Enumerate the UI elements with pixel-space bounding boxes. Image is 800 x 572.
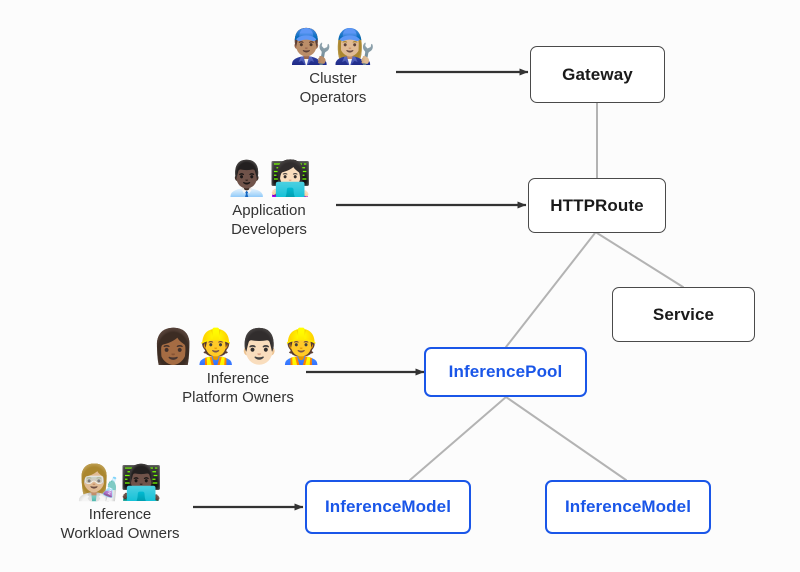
edge-inferencepool-inferencemodel-2 bbox=[505, 396, 627, 481]
persona-inference-workload-owners: 👩🏼‍🔬👨🏿‍💻 Inference Workload Owners bbox=[48, 463, 192, 543]
persona-application-developers: 👨🏿‍💼👩🏻‍💻 Application Developers bbox=[208, 159, 330, 239]
node-httproute[interactable]: HTTPRoute bbox=[528, 178, 666, 233]
node-label-service: Service bbox=[652, 304, 715, 324]
scientist-technologist-pair-emoji: 👩🏼‍🔬👨🏿‍💻 bbox=[76, 463, 164, 503]
node-service[interactable]: Service bbox=[612, 287, 755, 342]
node-inferencepool[interactable]: InferencePool bbox=[424, 347, 587, 397]
persona-label-inference-platform-owners: Inference Platform Owners bbox=[182, 369, 294, 406]
persona-cluster-operators: 👨🏽‍🔧👩🏼‍🔧 Cluster Operators bbox=[273, 27, 393, 107]
persona-label-application-developers: Application Developers bbox=[231, 201, 307, 238]
persona-label-cluster-operators: Cluster Operators bbox=[299, 69, 367, 106]
node-inferencemodel-2[interactable]: InferenceModel bbox=[545, 480, 711, 534]
node-label-httproute: HTTPRoute bbox=[550, 195, 644, 215]
node-inferencemodel-1[interactable]: InferenceModel bbox=[305, 480, 471, 534]
node-label-inferencemodel-2: InferenceModel bbox=[564, 497, 692, 516]
persona-label-inference-workload-owners: Inference Workload Owners bbox=[60, 505, 180, 542]
edge-httproute-service bbox=[596, 232, 684, 288]
office-worker-technologist-pair-emoji: 👨🏿‍💼👩🏻‍💻 bbox=[225, 159, 313, 199]
node-gateway[interactable]: Gateway bbox=[530, 46, 665, 103]
edge-inferencepool-inferencemodel-1 bbox=[409, 396, 507, 481]
mechanics-pair-emoji: 👨🏽‍🔧👩🏼‍🔧 bbox=[289, 27, 377, 67]
node-label-inferencepool: InferencePool bbox=[448, 362, 563, 381]
node-label-inferencemodel-1: InferenceModel bbox=[324, 497, 452, 516]
construction-workers-pair-emoji: 👩🏾‍👷👨🏻‍👷 bbox=[152, 327, 324, 367]
node-label-gateway: Gateway bbox=[562, 64, 633, 84]
edge-httproute-inferencepool bbox=[505, 232, 596, 348]
persona-inference-platform-owners: 👩🏾‍👷👨🏻‍👷 Inference Platform Owners bbox=[152, 329, 322, 407]
